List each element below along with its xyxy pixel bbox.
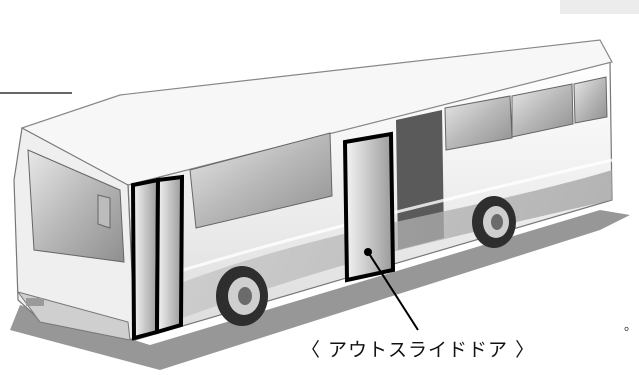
door-type-caption: 〈 アウトスライドドア 〉 xyxy=(301,339,536,361)
callout-line xyxy=(367,251,419,331)
stray-punctuation: 。 xyxy=(624,319,638,334)
rear-wheel xyxy=(472,196,516,248)
ground-shadow xyxy=(10,210,630,370)
side-window-4 xyxy=(573,76,608,124)
side-mirror xyxy=(97,194,111,229)
side-window-1 xyxy=(189,132,333,229)
windshield xyxy=(27,149,125,263)
corner-shade xyxy=(560,0,639,14)
side-window-2 xyxy=(444,95,513,151)
front-wheel xyxy=(216,266,268,326)
headlight xyxy=(26,298,44,306)
side-window-3 xyxy=(511,83,574,138)
front-folding-door xyxy=(130,174,185,341)
front-bumper xyxy=(16,291,131,341)
rear-slide-door xyxy=(342,131,396,283)
